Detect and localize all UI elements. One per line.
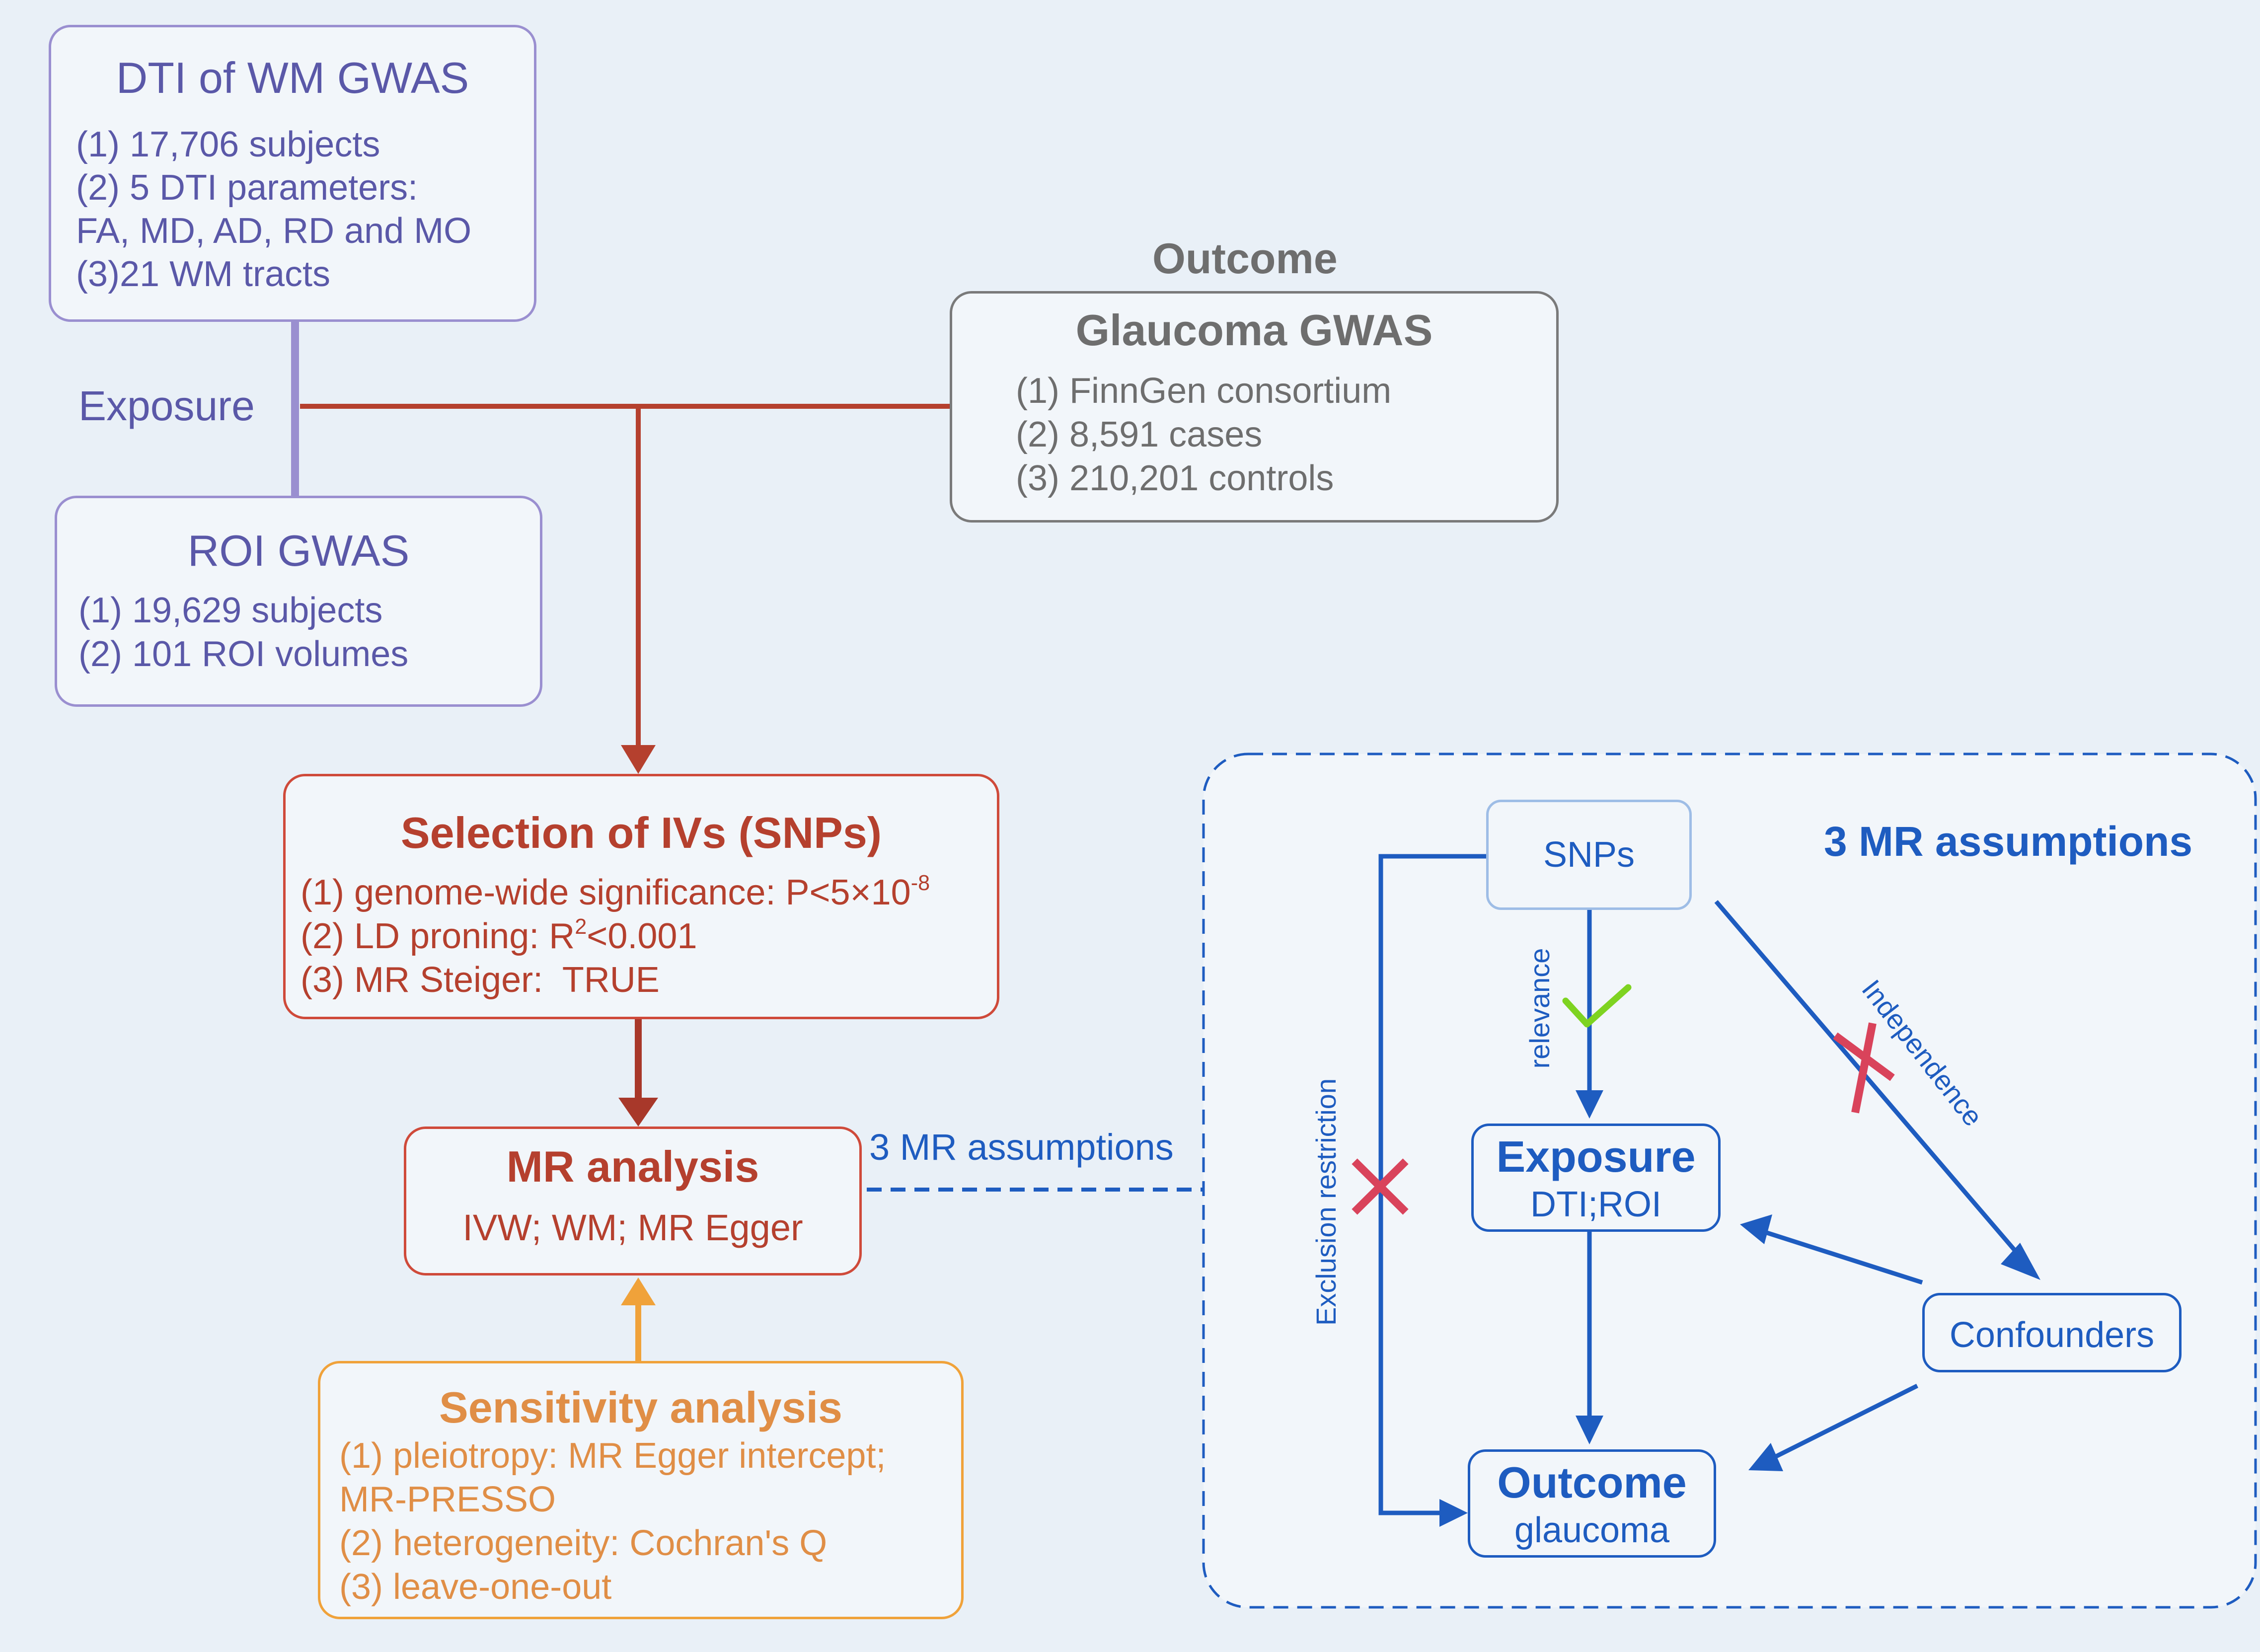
confounders-to-outcome-line <box>1772 1383 1919 1460</box>
snps-node-label: SNPs <box>1543 835 1635 875</box>
iv-box-line-3: (3) MR Steiger: TRUE <box>301 960 660 1000</box>
dti-box-line-2: (2) 5 DTI parameters: <box>76 168 418 208</box>
sensitivity-analysis-box: Sensitivity analysis (1) pleiotropy: MR … <box>318 1361 964 1619</box>
assumptions-panel-border <box>1202 752 2257 1609</box>
confounders-to-exposure-arrowhead <box>1740 1214 1772 1244</box>
iv-box-line-2-suffix: <0.001 <box>587 916 697 956</box>
snps-node: SNPs <box>1486 800 1692 910</box>
roi-box-title: ROI GWAS <box>187 526 410 575</box>
iv-box-title: Selection of IVs (SNPs) <box>400 808 882 857</box>
assumptions-panel-title: 3 MR assumptions <box>1824 818 2193 865</box>
exclusion-cross-icon <box>1352 1158 1409 1215</box>
sensitivity-box-line-4: (3) leave-one-out <box>339 1567 612 1607</box>
iv-selection-box: Selection of IVs (SNPs) (1) genome-wide … <box>283 774 999 1019</box>
independence-arrowhead <box>2001 1243 2040 1280</box>
confounders-to-exposure-line <box>1760 1228 1923 1285</box>
iv-box-line-1-text: (1) genome-wide significance: P<5×10 <box>301 873 911 912</box>
exposure-to-outcome-arrowhead <box>1576 1416 1603 1444</box>
iv-to-mr-arrowhead <box>618 1098 658 1126</box>
exposure-node: Exposure DTI;ROI <box>1471 1124 1721 1232</box>
dti-box-line-4: (3)21 WM tracts <box>76 254 331 294</box>
to-iv-arrowhead <box>621 745 656 774</box>
glaucoma-box-line-3: (3) 210,201 controls <box>1016 458 1334 498</box>
independence-line <box>1714 900 2029 1266</box>
outcome-node: Outcome glaucoma <box>1468 1449 1716 1558</box>
iv-box-line-1: (1) genome-wide significance: P<5×10-8 <box>301 872 930 912</box>
exposure-node-sub: DTI;ROI <box>1530 1185 1661 1224</box>
exposure-label: Exposure <box>78 382 255 429</box>
confounders-to-outcome-arrowhead <box>1748 1443 1783 1471</box>
roi-box-line-1: (1) 19,629 subjects <box>78 591 383 630</box>
iv-box-line-2-text: (2) LD proning: R <box>301 916 575 956</box>
glaucoma-box-title: Glaucoma GWAS <box>1075 305 1433 355</box>
glaucoma-box-line-1: (1) FinnGen consortium <box>1016 371 1392 411</box>
mr-box-methods: IVW; WM; MR Egger <box>462 1207 803 1248</box>
glaucoma-gwas-box: Glaucoma GWAS (1) FinnGen consortium (2)… <box>950 291 1559 523</box>
relevance-arrowhead <box>1576 1090 1603 1119</box>
independence-cross-icon <box>1833 1022 1895 1114</box>
iv-box-line-2-exponent: 2 <box>575 914 587 939</box>
confounders-node: Confounders <box>1922 1293 2182 1372</box>
exclusion-arrowhead <box>1439 1499 1468 1527</box>
sensitivity-box-title: Sensitivity analysis <box>439 1383 842 1432</box>
dti-gwas-box: DTI of WM GWAS (1) 17,706 subjects (2) 5… <box>49 25 536 322</box>
exposure-node-title: Exposure <box>1496 1132 1696 1181</box>
iv-box-line-1-exponent: -8 <box>910 871 930 895</box>
sensitivity-to-mr-arrowhead <box>621 1277 656 1305</box>
iv-box-line-2: (2) LD proning: R2<0.001 <box>301 914 697 956</box>
dti-box-title: DTI of WM GWAS <box>116 53 469 102</box>
sensitivity-box-line-2: MR-PRESSO <box>339 1480 556 1519</box>
mr-analysis-box: MR analysis IVW; WM; MR Egger <box>404 1126 862 1276</box>
dti-box-line-1: (1) 17,706 subjects <box>76 125 380 164</box>
relevance-check-icon <box>1562 984 1632 1028</box>
glaucoma-box-line-2: (2) 8,591 cases <box>1016 415 1263 454</box>
outcome-node-sub: glaucoma <box>1514 1510 1670 1550</box>
exclusion-restriction-label: Exclusion restriction <box>1310 1078 1342 1326</box>
mr-box-title: MR analysis <box>506 1142 759 1191</box>
outcome-label: Outcome <box>1152 235 1338 283</box>
confounders-node-label: Confounders <box>1949 1315 2155 1355</box>
roi-box-line-2: (2) 101 ROI volumes <box>78 634 409 674</box>
relevance-label: relevance <box>1524 948 1555 1069</box>
roi-gwas-box: ROI GWAS (1) 19,629 subjects (2) 101 ROI… <box>55 496 542 707</box>
mr-assumptions-link-label: 3 MR assumptions <box>869 1126 1174 1168</box>
outcome-node-title: Outcome <box>1497 1458 1687 1507</box>
sensitivity-box-line-1: (1) pleiotropy: MR Egger intercept; <box>339 1436 886 1476</box>
dti-box-line-3: FA, MD, AD, RD and MO <box>76 211 472 251</box>
sensitivity-box-line-3: (2) heterogeneity: Cochran's Q <box>339 1523 828 1563</box>
